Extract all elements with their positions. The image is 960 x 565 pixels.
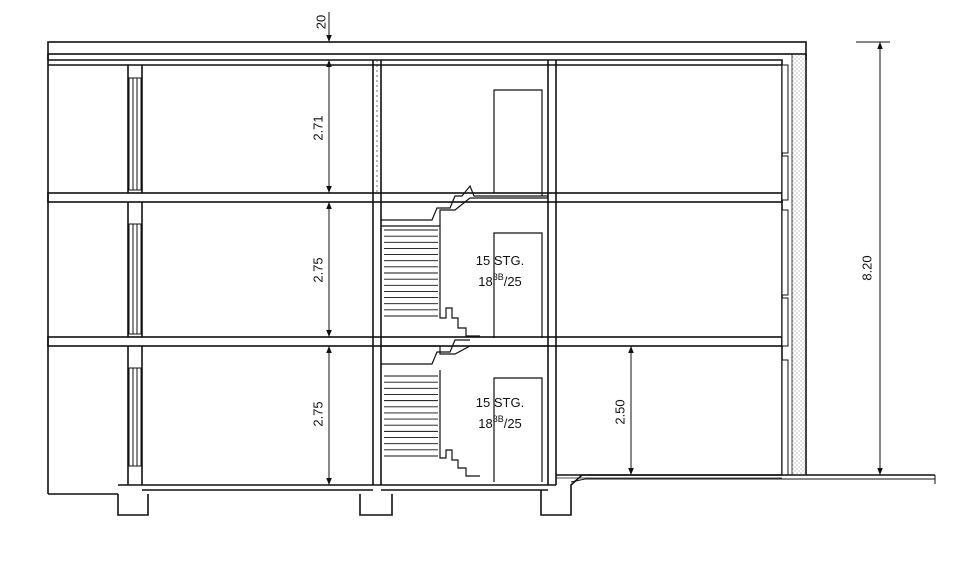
roof-slab	[47, 41, 807, 60]
ground-slab	[117, 474, 936, 516]
stair-ratio: 183B/25	[478, 272, 522, 289]
dim-middle-label: 2.75	[310, 257, 325, 282]
dim-lower-label: 2.75	[310, 401, 325, 426]
stair-ratio: 183B/25	[478, 414, 522, 431]
left-exterior-wall	[47, 54, 143, 495]
facade-insulation	[791, 53, 807, 476]
stair-flight-lower	[381, 339, 548, 477]
stair-treads-lower	[384, 375, 438, 457]
stair-steps: 15 STG.	[476, 253, 524, 268]
lift-openings	[493, 89, 543, 482]
dim-top-slab-label: 20	[313, 15, 328, 29]
stair-label-upper: 15 STG. 183B/25	[476, 253, 524, 289]
stair-label-lower: 15 STG. 183B/25	[476, 395, 524, 431]
stair-treads-upper	[384, 229, 438, 317]
floor-slabs	[47, 59, 783, 347]
stair-flight-upper	[381, 184, 548, 337]
left-windows	[128, 77, 142, 467]
dim-right-room-label: 2.50	[612, 399, 627, 424]
dim-total-label: 8.20	[859, 255, 874, 280]
dimension-lines	[326, 12, 890, 485]
stairwell-walls	[372, 60, 557, 485]
stair-steps: 15 STG.	[476, 395, 524, 410]
dim-upper-label: 2.71	[310, 115, 325, 140]
